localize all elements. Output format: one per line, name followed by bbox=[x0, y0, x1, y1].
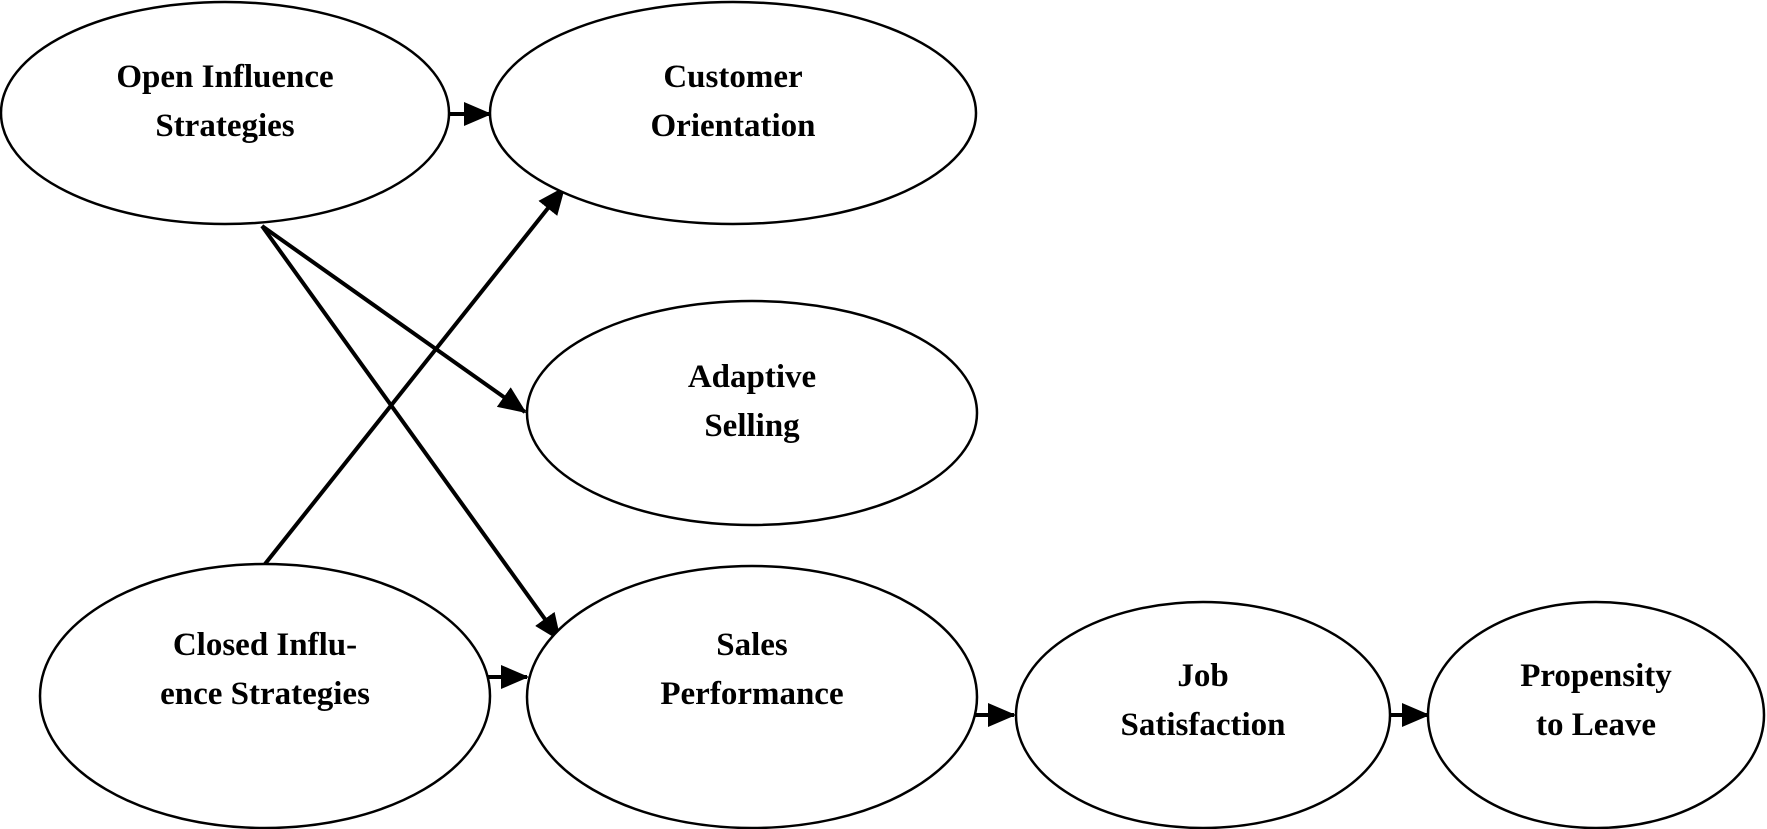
node-customer-orientation: Customer Orientation bbox=[488, 0, 978, 226]
node-shape bbox=[1426, 600, 1766, 829]
node-label-line: Orientation bbox=[651, 108, 816, 144]
node-label-line: Closed Influ- bbox=[173, 627, 357, 663]
edge-open-to-adaptive bbox=[260, 224, 527, 414]
edge-closed-to-customer bbox=[263, 186, 566, 566]
node-shape bbox=[525, 564, 979, 829]
node-shape bbox=[0, 0, 451, 226]
node-label-line: Job bbox=[1177, 658, 1228, 694]
node-label-line: Sales bbox=[716, 627, 788, 663]
node-closed-influence-strategies: Closed Influ- ence Strategies bbox=[38, 562, 492, 829]
node-label-line: Propensity bbox=[1520, 658, 1672, 694]
node-sales-performance: Sales Performance bbox=[525, 564, 979, 829]
node-label-line: Selling bbox=[704, 408, 800, 444]
edge-open-to-sales bbox=[260, 224, 562, 642]
node-open-influence-strategies: Open Influence Strategies bbox=[0, 0, 451, 226]
node-label-line: Adaptive bbox=[688, 359, 816, 395]
node-propensity-to-leave: Propensity to Leave bbox=[1426, 600, 1766, 829]
node-shape bbox=[525, 299, 979, 527]
node-shape bbox=[488, 0, 978, 226]
node-label-line: Performance bbox=[660, 676, 843, 712]
node-job-satisfaction: Job Satisfaction bbox=[1014, 600, 1392, 829]
node-shape bbox=[38, 562, 492, 829]
node-adaptive-selling: Adaptive Selling bbox=[525, 299, 979, 527]
node-label-line: ence Strategies bbox=[160, 676, 370, 712]
node-label-line: Open Influence bbox=[116, 59, 333, 95]
edges bbox=[260, 102, 1430, 727]
node-label-line: to Leave bbox=[1536, 707, 1656, 743]
node-label-line: Customer bbox=[663, 59, 802, 95]
node-shape bbox=[1014, 600, 1392, 829]
node-label-line: Satisfaction bbox=[1121, 707, 1286, 743]
node-label-line: Strategies bbox=[155, 108, 294, 144]
